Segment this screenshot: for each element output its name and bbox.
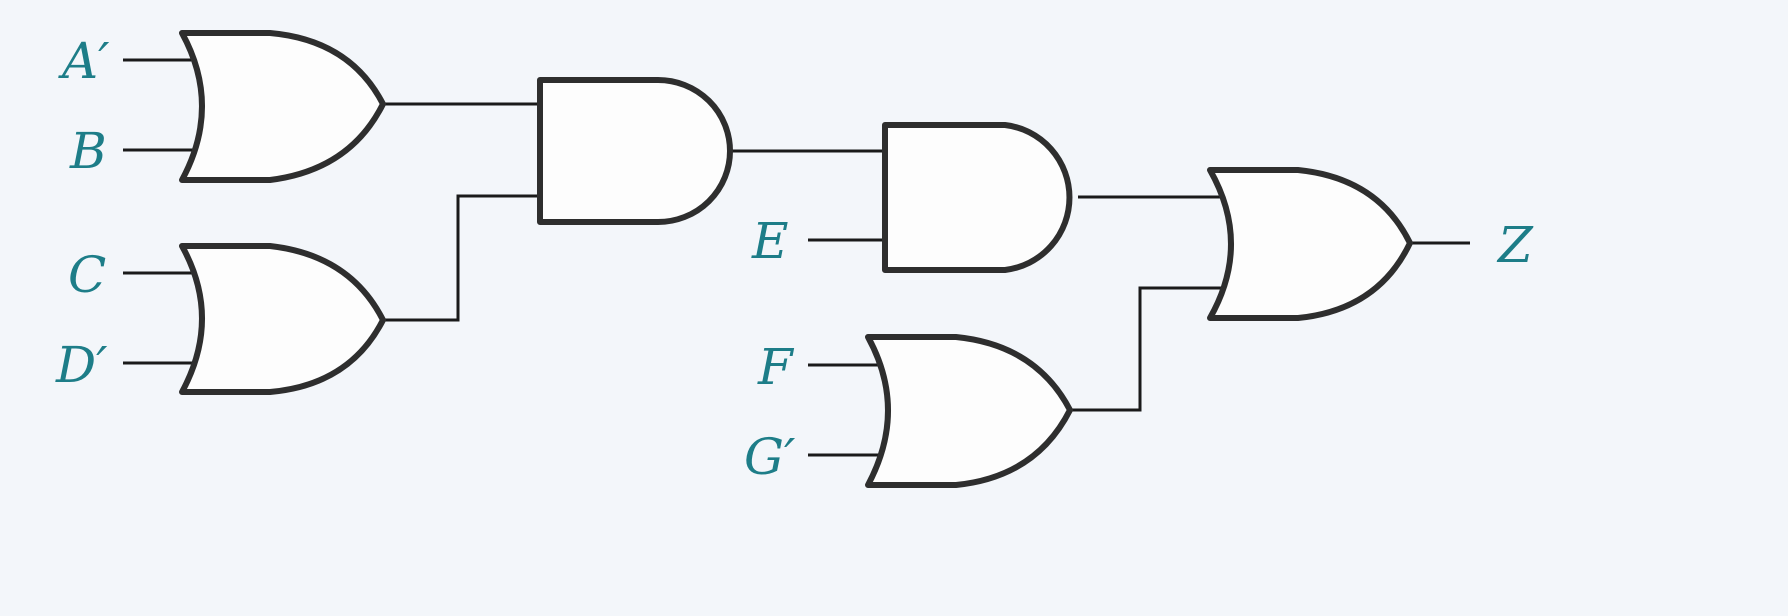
or-gate-3 (1207, 167, 1413, 321)
and-gate-1 (537, 77, 733, 225)
input-label-f: F (757, 338, 795, 396)
input-label-d: D′ (55, 336, 108, 394)
and-gate-2 (882, 122, 1073, 273)
or-gate-4 (865, 334, 1073, 488)
wire-or4-or3 (1070, 286, 1228, 412)
or-gate-2 (179, 243, 386, 395)
input-label-e: E (751, 212, 789, 270)
input-label-c: C (68, 246, 106, 304)
or-gate-1 (179, 30, 386, 183)
input-label-b: B (69, 122, 107, 180)
output-label-z: Z (1496, 216, 1534, 274)
wires (123, 58, 1470, 457)
input-label-g: G′ (744, 428, 796, 486)
input-label-a: A′ (58, 32, 110, 90)
wire-or2-and1 (383, 194, 540, 322)
